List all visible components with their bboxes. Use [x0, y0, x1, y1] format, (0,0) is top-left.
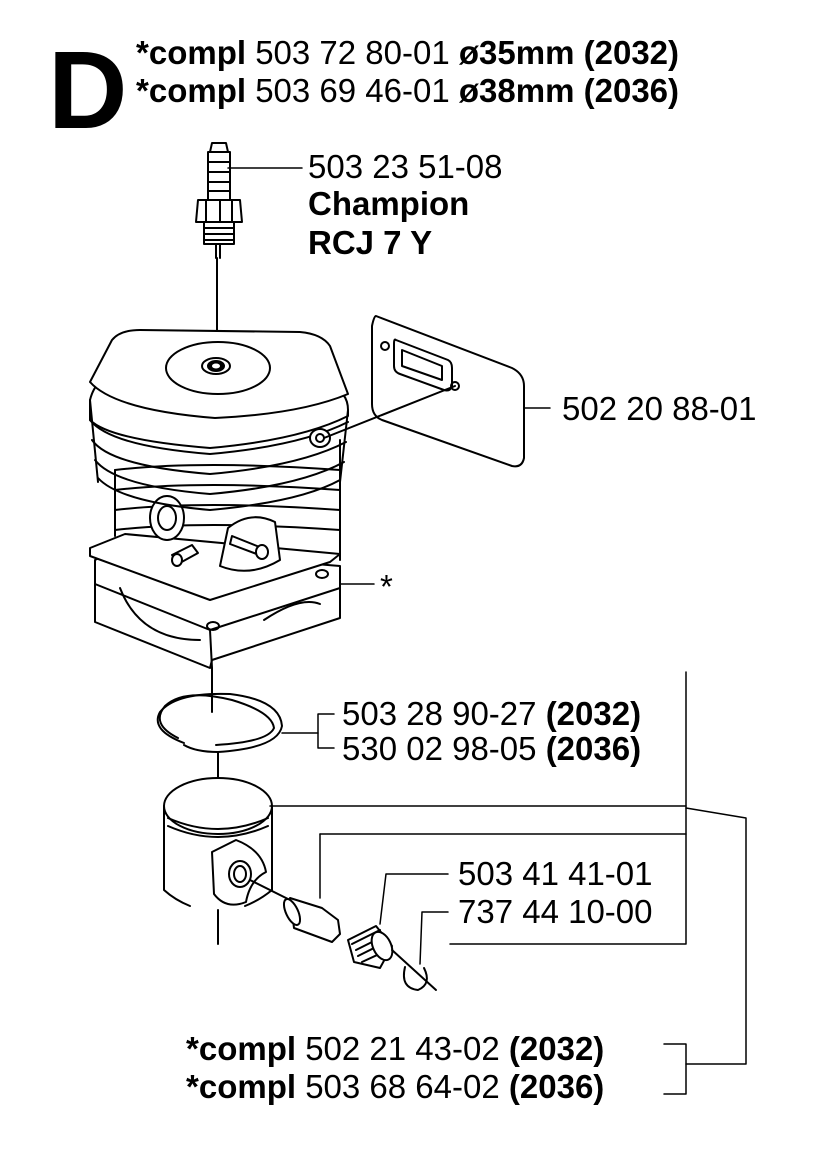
piston-kit-model-2032: (2032) — [508, 1030, 605, 1067]
needle-bearing-part-number: 503 41 41-01 — [458, 855, 653, 892]
piston-kit-part-2036: 503 68 64-02 — [305, 1068, 500, 1105]
piston-kit-line-2: *compl 503 68 64-02 (2036) — [186, 1070, 604, 1103]
gasket-part-number: 502 20 88-01 — [562, 390, 757, 427]
header-line-1: *compl 503 72 80-01 ø35mm (2032) — [136, 36, 679, 69]
spark-plug-drawing — [195, 142, 243, 353]
spark-plug-brand: Champion — [308, 185, 470, 222]
piston-kit-prefix-2036: *compl — [186, 1068, 297, 1105]
piston-kit-part-2032: 502 21 43-02 — [305, 1030, 500, 1067]
piston-ring-line-2: 530 02 98-05 (2036) — [342, 732, 641, 765]
header-line-1-model: (2032) — [583, 34, 680, 71]
piston-kit-prefix-2032: *compl — [186, 1030, 297, 1067]
header-line-2-part: 503 69 46-01 — [255, 72, 450, 109]
header-line-2: *compl 503 69 46-01 ø38mm (2036) — [136, 74, 679, 107]
piston-ring-model-2032: (2032) — [545, 695, 642, 732]
piston-ring-part-2032: 503 28 90-27 — [342, 695, 537, 732]
piston-drawing — [163, 777, 437, 991]
piston-kit-line-1: *compl 502 21 43-02 (2032) — [186, 1032, 604, 1065]
cylinder-marker: * — [380, 568, 393, 605]
circlip-part-number: 737 44 10-00 — [458, 893, 653, 930]
leader-lines — [227, 167, 747, 1095]
piston-ring-line-1: 503 28 90-27 (2032) — [342, 697, 641, 730]
header-line-2-size: ø38mm — [458, 72, 575, 109]
header-line-2-prefix: *compl — [136, 72, 247, 109]
header-line-2-model: (2036) — [583, 72, 680, 109]
spark-plug-part-number: 503 23 51-08 — [308, 148, 503, 185]
spark-plug-type: RCJ 7 Y — [308, 224, 433, 261]
gasket-drawing — [323, 315, 525, 468]
cylinder-drawing — [89, 329, 349, 713]
piston-ring-model-2036: (2036) — [545, 730, 642, 767]
piston-kit-model-2036: (2036) — [508, 1068, 605, 1105]
header-line-1-size: ø35mm — [458, 34, 575, 71]
piston-ring-part-2036: 530 02 98-05 — [342, 730, 537, 767]
header-line-1-prefix: *compl — [136, 34, 247, 71]
section-letter: D — [48, 29, 128, 152]
header-line-1-part: 503 72 80-01 — [255, 34, 450, 71]
